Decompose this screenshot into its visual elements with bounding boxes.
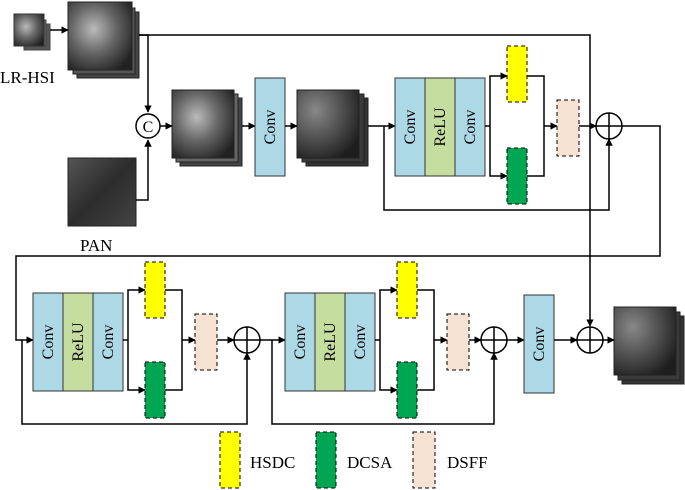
residual-block-2: Conv ReLU Conv <box>21 261 261 425</box>
concat-symbol: C <box>143 119 154 136</box>
conv-label: Conv <box>262 110 279 145</box>
legend-dcsa-label: DCSA <box>347 453 393 472</box>
relu-label: ReLU <box>70 322 87 362</box>
conv-feature-stack <box>296 89 369 167</box>
conv-label: Conv <box>462 110 479 145</box>
lrhsi-image-stack <box>67 1 140 79</box>
final-add-node <box>576 326 604 354</box>
pan-label: PAN <box>80 236 112 255</box>
legend-dcsa-swatch <box>315 431 337 489</box>
residual-block-1: Conv ReLU Conv <box>383 45 623 211</box>
final-conv-block: Conv <box>523 294 555 394</box>
conv-label: Conv <box>292 325 309 360</box>
hsdc-module <box>506 45 528 103</box>
conv-label: Conv <box>100 325 117 360</box>
legend-hsdc-label: HSDC <box>250 453 295 472</box>
lrhsi-to-concat-arrow <box>139 34 152 113</box>
legend-dsff-swatch <box>412 431 436 489</box>
dsff-module <box>446 313 470 371</box>
concat-node: C <box>135 113 161 139</box>
output-image-stack <box>613 306 685 385</box>
hsdc-module <box>396 261 418 319</box>
residual-block-3: Conv ReLU Conv <box>271 261 508 425</box>
dcsa-module <box>506 147 528 205</box>
relu-label: ReLU <box>322 322 339 362</box>
conv-label: Conv <box>40 325 57 360</box>
dsff-module <box>556 99 580 157</box>
legend: HSDC DCSA DSFF <box>219 431 488 489</box>
concat-feature-stack <box>171 89 243 167</box>
pan-image <box>67 157 137 227</box>
pan-to-concat-arrow <box>136 139 152 201</box>
legend-dsff-label: DSFF <box>447 453 488 472</box>
row-connector-arrow <box>15 125 661 344</box>
dsff-module <box>194 313 218 371</box>
legend-hsdc-swatch <box>219 431 241 489</box>
dcsa-module <box>144 361 166 419</box>
conv-label: Conv <box>352 325 369 360</box>
lrhsi-label: LR-HSI <box>0 68 55 87</box>
dcsa-module <box>396 361 418 419</box>
relu-label: ReLU <box>432 107 449 147</box>
conv-label: Conv <box>531 327 548 362</box>
conv-block-1: Conv <box>254 77 286 177</box>
global-skip-arrow <box>139 34 594 327</box>
conv-label: Conv <box>402 110 419 145</box>
hsdc-module <box>144 261 166 319</box>
lrhsi-small-image <box>13 13 51 51</box>
